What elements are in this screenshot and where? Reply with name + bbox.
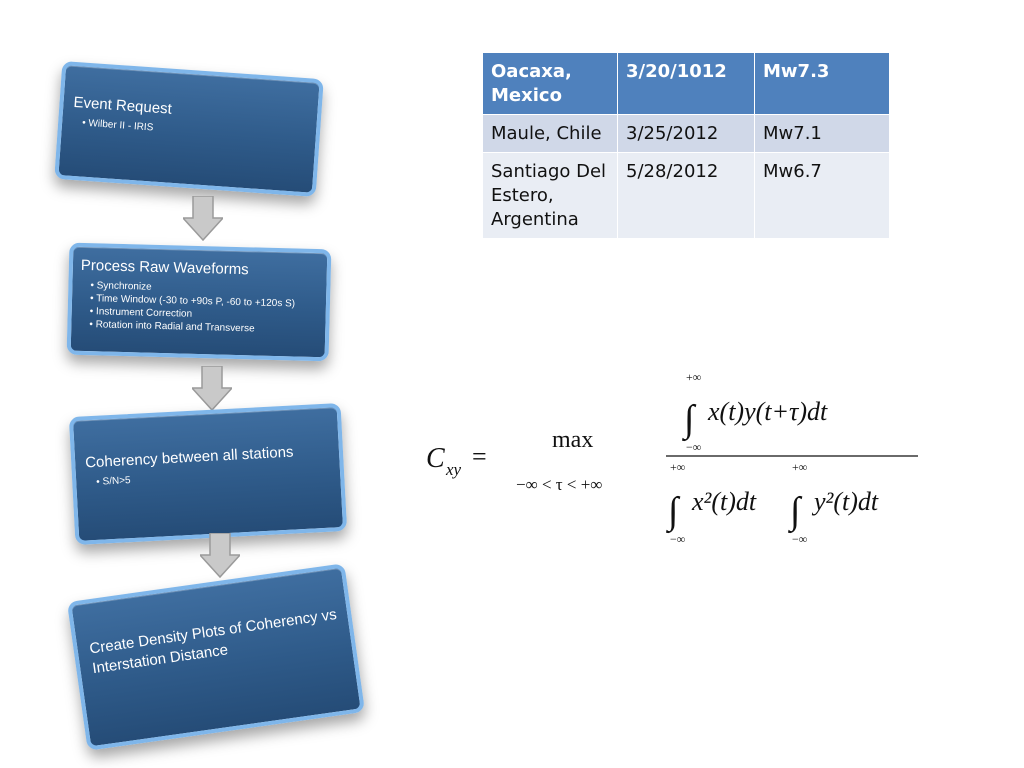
table-cell: Mw6.7 <box>754 152 890 239</box>
flow-step-coherency: Coherency between all stations S/N>5 <box>68 402 348 546</box>
formula-lhs: C <box>426 443 445 474</box>
flow-step-event-request: Event Request Wilber II - IRIS <box>54 61 324 197</box>
step-title: Process Raw Waveforms <box>80 256 249 279</box>
events-table: Oacaxa, Mexico 3/20/1012 Mw7.3 Maule, Ch… <box>482 52 890 239</box>
formula-lower-limit: −∞ <box>670 532 685 546</box>
down-arrow-icon <box>200 533 240 579</box>
formula-lower-limit: −∞ <box>792 532 807 546</box>
table-cell: Maule, Chile <box>482 114 618 153</box>
formula-lhs-subscript: xy <box>445 460 462 479</box>
down-arrow-icon <box>192 366 232 412</box>
formula-lower-limit: −∞ <box>686 440 701 454</box>
step-bullets: Synchronize Time Window (-30 to +90s P, … <box>79 279 326 337</box>
formula-max-range: −∞ < τ < +∞ <box>516 475 602 494</box>
flow-step-density-plots: Create Density Plots of Coherency vs Int… <box>66 563 366 751</box>
table-cell: 5/28/2012 <box>617 152 755 239</box>
table-cell: Santiago Del Estero, Argentina <box>482 152 618 239</box>
flow-step-process-waveforms: Process Raw Waveforms Synchronize Time W… <box>66 242 332 362</box>
integral-icon: ∫ <box>682 398 697 442</box>
table-cell: Mw7.3 <box>754 52 890 115</box>
table-cell: Oacaxa, Mexico <box>482 52 618 115</box>
formula-upper-limit: +∞ <box>686 370 701 384</box>
formula-upper-limit: +∞ <box>792 460 807 474</box>
table-row: Oacaxa, Mexico 3/20/1012 Mw7.3 <box>482 52 890 115</box>
formula-svg: C xy = max −∞ < τ < +∞ +∞ ∫ −∞ x(t)y(t+τ… <box>426 370 918 546</box>
formula-den-right: y²(t)dt <box>811 487 879 516</box>
table-cell: 3/20/1012 <box>617 52 755 115</box>
formula-numerator: x(t)y(t+τ)dt <box>707 397 828 426</box>
formula-equals: = <box>472 442 487 471</box>
table-cell: Mw7.1 <box>754 114 890 153</box>
down-arrow-icon <box>183 196 223 242</box>
coherency-formula: C xy = max −∞ < τ < +∞ +∞ ∫ −∞ x(t)y(t+τ… <box>420 365 940 565</box>
table-row: Maule, Chile 3/25/2012 Mw7.1 <box>482 114 890 153</box>
table-row: Santiago Del Estero, Argentina 5/28/2012… <box>482 152 890 239</box>
step-title: Create Density Plots of Coherency vs Int… <box>88 605 338 678</box>
formula-max: max <box>552 427 593 453</box>
formula-den-left: x²(t)dt <box>691 487 757 516</box>
formula-upper-limit: +∞ <box>670 460 685 474</box>
integral-icon: ∫ <box>666 490 681 534</box>
table-cell: 3/25/2012 <box>617 114 755 153</box>
integral-icon: ∫ <box>788 490 803 534</box>
